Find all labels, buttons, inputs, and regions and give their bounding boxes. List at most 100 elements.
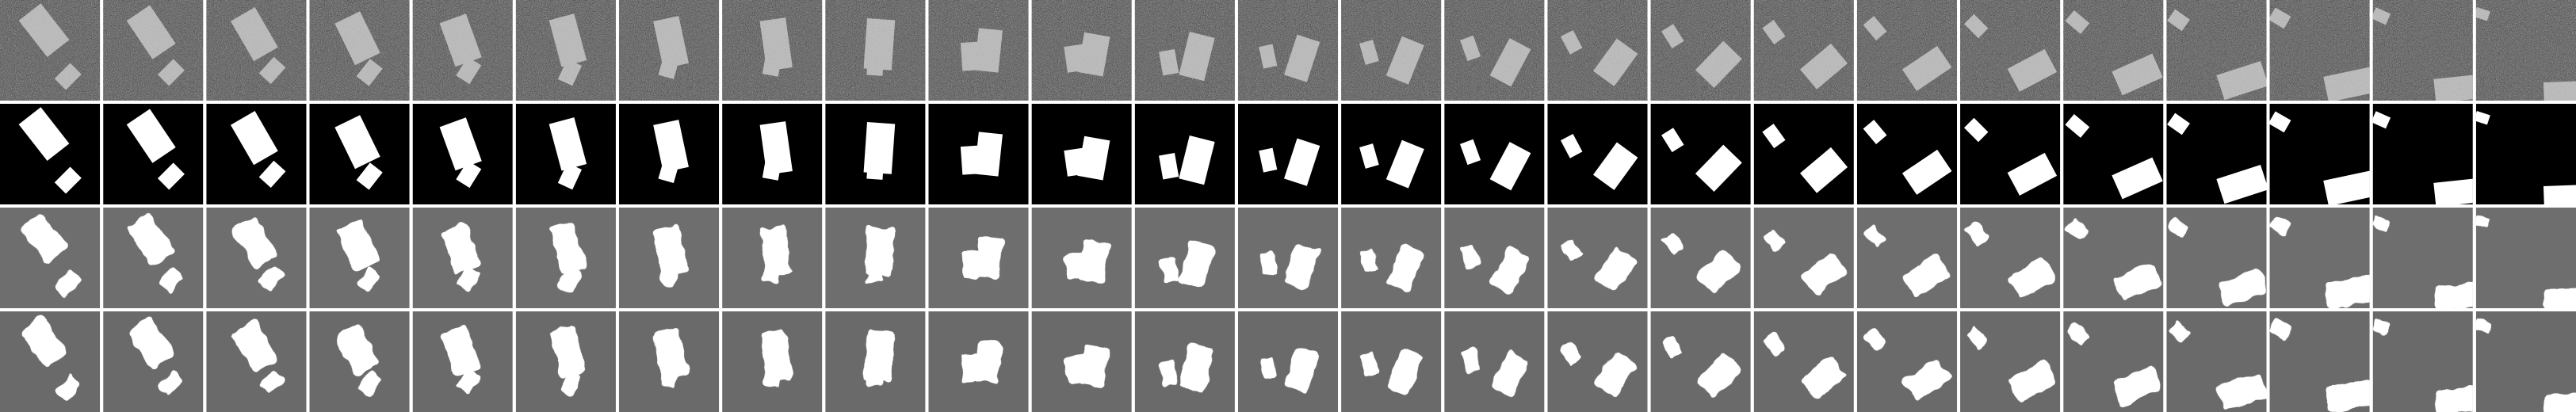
large-rectangle-object — [1285, 346, 1320, 393]
tile-background — [1650, 208, 1751, 308]
tile-background — [1237, 311, 1339, 412]
small-rectangle-object — [55, 271, 81, 297]
small-rectangle-object — [762, 260, 782, 284]
noise-overlay — [2372, 0, 2473, 101]
noisy-observation-tile — [1237, 0, 1339, 101]
prediction-a-tile — [1547, 208, 1648, 308]
large-rectangle-object — [334, 115, 380, 170]
large-rectangle-object — [2544, 392, 2576, 412]
large-rectangle-object — [1695, 144, 1742, 192]
small-rectangle-object — [259, 265, 285, 291]
noisy-observation-tile — [2166, 0, 2267, 101]
small-rectangle-object — [558, 371, 581, 397]
prediction-b-tile — [1444, 311, 1545, 412]
large-rectangle-object — [441, 222, 481, 273]
small-rectangle-object — [866, 260, 885, 284]
small-rectangle-object — [659, 261, 679, 287]
large-rectangle-object — [1284, 138, 1320, 186]
large-rectangle-object — [2008, 361, 2056, 402]
noisy-observation-tile — [2269, 0, 2370, 101]
tile-background — [1341, 208, 1442, 308]
small-rectangle-object — [1064, 252, 1087, 280]
noisy-observation-tile — [1547, 0, 1648, 101]
prediction-a-tile — [2372, 208, 2473, 308]
prediction-a-tile — [2166, 208, 2267, 308]
large-rectangle-object — [2324, 379, 2370, 412]
tile-background — [1753, 311, 1854, 412]
prediction-a-tile — [2063, 208, 2164, 308]
noise-overlay — [1237, 0, 1339, 101]
small-rectangle-object — [2066, 219, 2089, 241]
prediction-b-tile — [825, 311, 926, 412]
small-rectangle-object — [2475, 319, 2490, 333]
small-rectangle-object — [1259, 356, 1277, 380]
prediction-b-tile — [1650, 311, 1751, 412]
ground-truth-mask-tile — [309, 104, 410, 204]
prediction-a-tile — [1856, 208, 1958, 308]
small-rectangle-object — [1359, 351, 1379, 376]
prediction-b-tile — [1341, 311, 1442, 412]
ground-truth-mask-tile — [103, 104, 204, 204]
prediction-a-tile — [618, 208, 720, 308]
noisy-observation-tile — [618, 0, 720, 101]
large-rectangle-object — [1491, 350, 1530, 397]
small-rectangle-object — [258, 160, 286, 189]
prediction-b-tile — [0, 311, 101, 412]
large-rectangle-object — [1285, 242, 1320, 289]
noisy-observation-tile — [2372, 0, 2473, 101]
noisy-observation-tile — [2475, 0, 2576, 101]
small-rectangle-object — [356, 162, 383, 190]
ground-truth-mask-tile — [1856, 104, 1958, 204]
tile-background — [1237, 208, 1339, 308]
large-rectangle-object — [974, 235, 1003, 280]
small-rectangle-object — [762, 155, 782, 181]
large-rectangle-object — [2112, 366, 2162, 406]
prediction-b-tile — [1031, 311, 1132, 412]
prediction-b-tile — [515, 311, 616, 412]
prediction-b-tile — [412, 311, 513, 412]
large-rectangle-object — [336, 324, 379, 376]
large-rectangle-object — [1901, 149, 1952, 195]
noise-overlay — [1031, 0, 1132, 101]
noisy-observation-tile — [1856, 0, 1958, 101]
large-rectangle-object — [1903, 358, 1951, 401]
small-rectangle-object — [159, 371, 184, 397]
small-rectangle-object — [2066, 322, 2089, 345]
ground-truth-mask-tile — [1753, 104, 1854, 204]
prediction-b-tile — [103, 311, 204, 412]
noisy-observation-tile — [309, 0, 410, 101]
prediction-a-tile — [1960, 208, 2061, 308]
small-rectangle-object — [55, 375, 81, 401]
small-rectangle-object — [357, 267, 382, 293]
large-rectangle-object — [231, 319, 277, 372]
large-rectangle-object — [2433, 177, 2473, 204]
noise-overlay — [103, 0, 204, 101]
large-rectangle-object — [439, 117, 482, 171]
prediction-b-tile — [1547, 311, 1648, 412]
ground-truth-mask-tile — [1341, 104, 1442, 204]
noise-overlay — [1341, 0, 1442, 101]
small-rectangle-object — [1460, 243, 1481, 269]
large-rectangle-object — [549, 222, 587, 274]
ground-truth-mask-tile — [2166, 104, 2267, 204]
noisy-observation-tile — [103, 0, 204, 101]
prediction-a-tile — [1031, 208, 1132, 308]
small-rectangle-object — [1863, 224, 1886, 247]
ground-truth-mask-tile — [1444, 104, 1545, 204]
large-rectangle-object — [2008, 258, 2056, 299]
small-rectangle-object — [1064, 147, 1087, 177]
ground-truth-mask-tile — [2063, 104, 2164, 204]
large-rectangle-object — [2323, 170, 2370, 204]
ground-truth-mask-tile — [2372, 104, 2473, 204]
ground-truth-mask-tile — [206, 104, 307, 204]
small-rectangle-object — [659, 365, 679, 391]
large-rectangle-object — [654, 224, 689, 276]
noise-overlay — [2166, 0, 2267, 101]
noise-overlay — [928, 0, 1029, 101]
small-rectangle-object — [2167, 113, 2190, 135]
prediction-a-tile — [1237, 208, 1339, 308]
small-rectangle-object — [2269, 319, 2291, 340]
prediction-a-tile — [928, 208, 1029, 308]
